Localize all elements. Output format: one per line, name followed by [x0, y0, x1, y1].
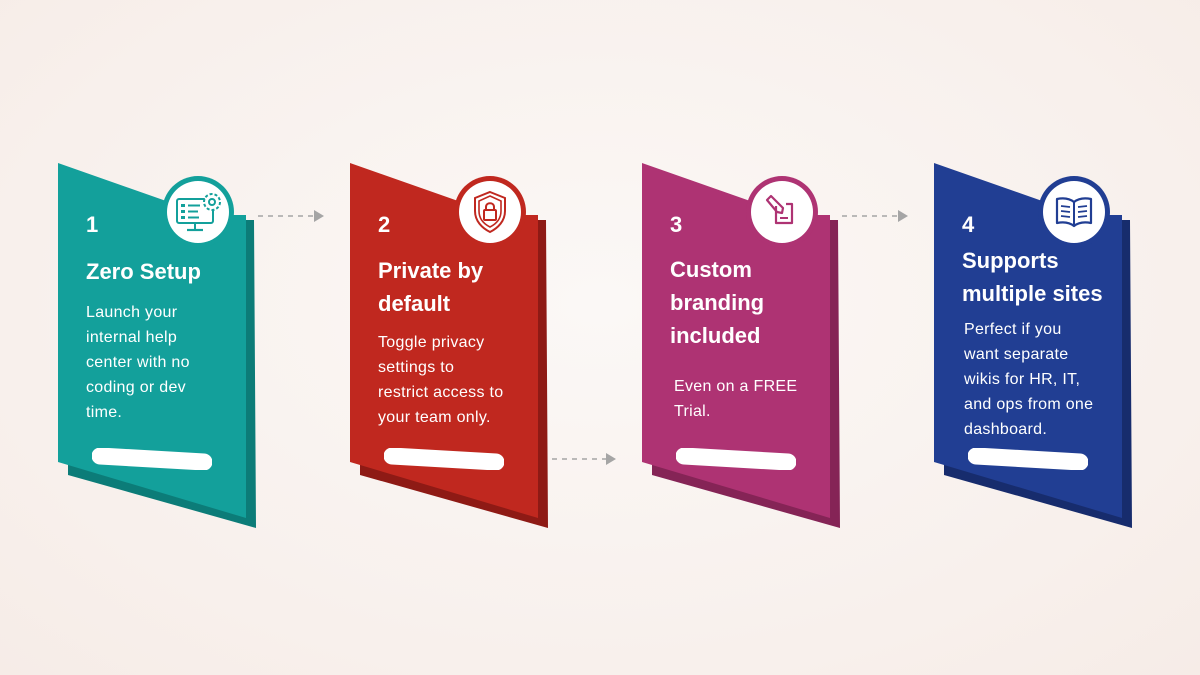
card-front-4 — [934, 163, 1122, 518]
step-number-1: 1 — [86, 212, 99, 237]
card-front-1 — [58, 163, 246, 518]
step-title-2: Private by default — [378, 258, 484, 316]
step-card-1: 1 Zero Setup Launch your internal help c… — [56, 160, 256, 532]
step-description-2: Toggle privacy settings to restrict acce… — [378, 334, 504, 426]
arrow-2-to-3 — [552, 453, 616, 465]
step-title-1: Zero Setup — [86, 259, 201, 284]
pill-bar-1 — [92, 448, 212, 470]
step-title-4: Supports multiple sites — [962, 248, 1103, 306]
step-number-4: 4 — [962, 212, 975, 237]
document-edit-icon — [746, 176, 818, 248]
step-title-3: Custom branding included — [670, 257, 765, 348]
card-front-2 — [350, 163, 538, 518]
step-description-1: Launch your internal help center with no… — [86, 304, 190, 421]
shield-lock-icon — [454, 176, 526, 248]
arrow-3-to-4 — [842, 210, 908, 222]
step-description-3: Even on a FREE Trial. — [674, 378, 798, 420]
step-number-2: 2 — [378, 212, 391, 237]
step-number-3: 3 — [670, 212, 683, 237]
step-description-4: Perfect if you want separate wikis for H… — [964, 321, 1094, 438]
pill-bar-3 — [676, 448, 796, 470]
computer-settings-icon — [162, 176, 234, 248]
open-book-icon — [1038, 176, 1110, 248]
card-front-3 — [642, 163, 830, 518]
pill-bar-2 — [384, 448, 504, 470]
card-shape-3 — [642, 163, 840, 528]
step-card-2: 2 Private by default Toggle privacy sett… — [348, 160, 548, 532]
arrow-1-to-2 — [258, 210, 324, 222]
step-card-3: 3 Custom branding included Even on a FRE… — [640, 160, 840, 532]
card-shape-1 — [58, 163, 256, 528]
step-card-4: 4 Supports multiple sites Perfect if you… — [932, 160, 1132, 532]
card-shape-2 — [350, 163, 548, 528]
pill-bar-4 — [968, 448, 1088, 470]
card-shape-4 — [934, 163, 1132, 528]
